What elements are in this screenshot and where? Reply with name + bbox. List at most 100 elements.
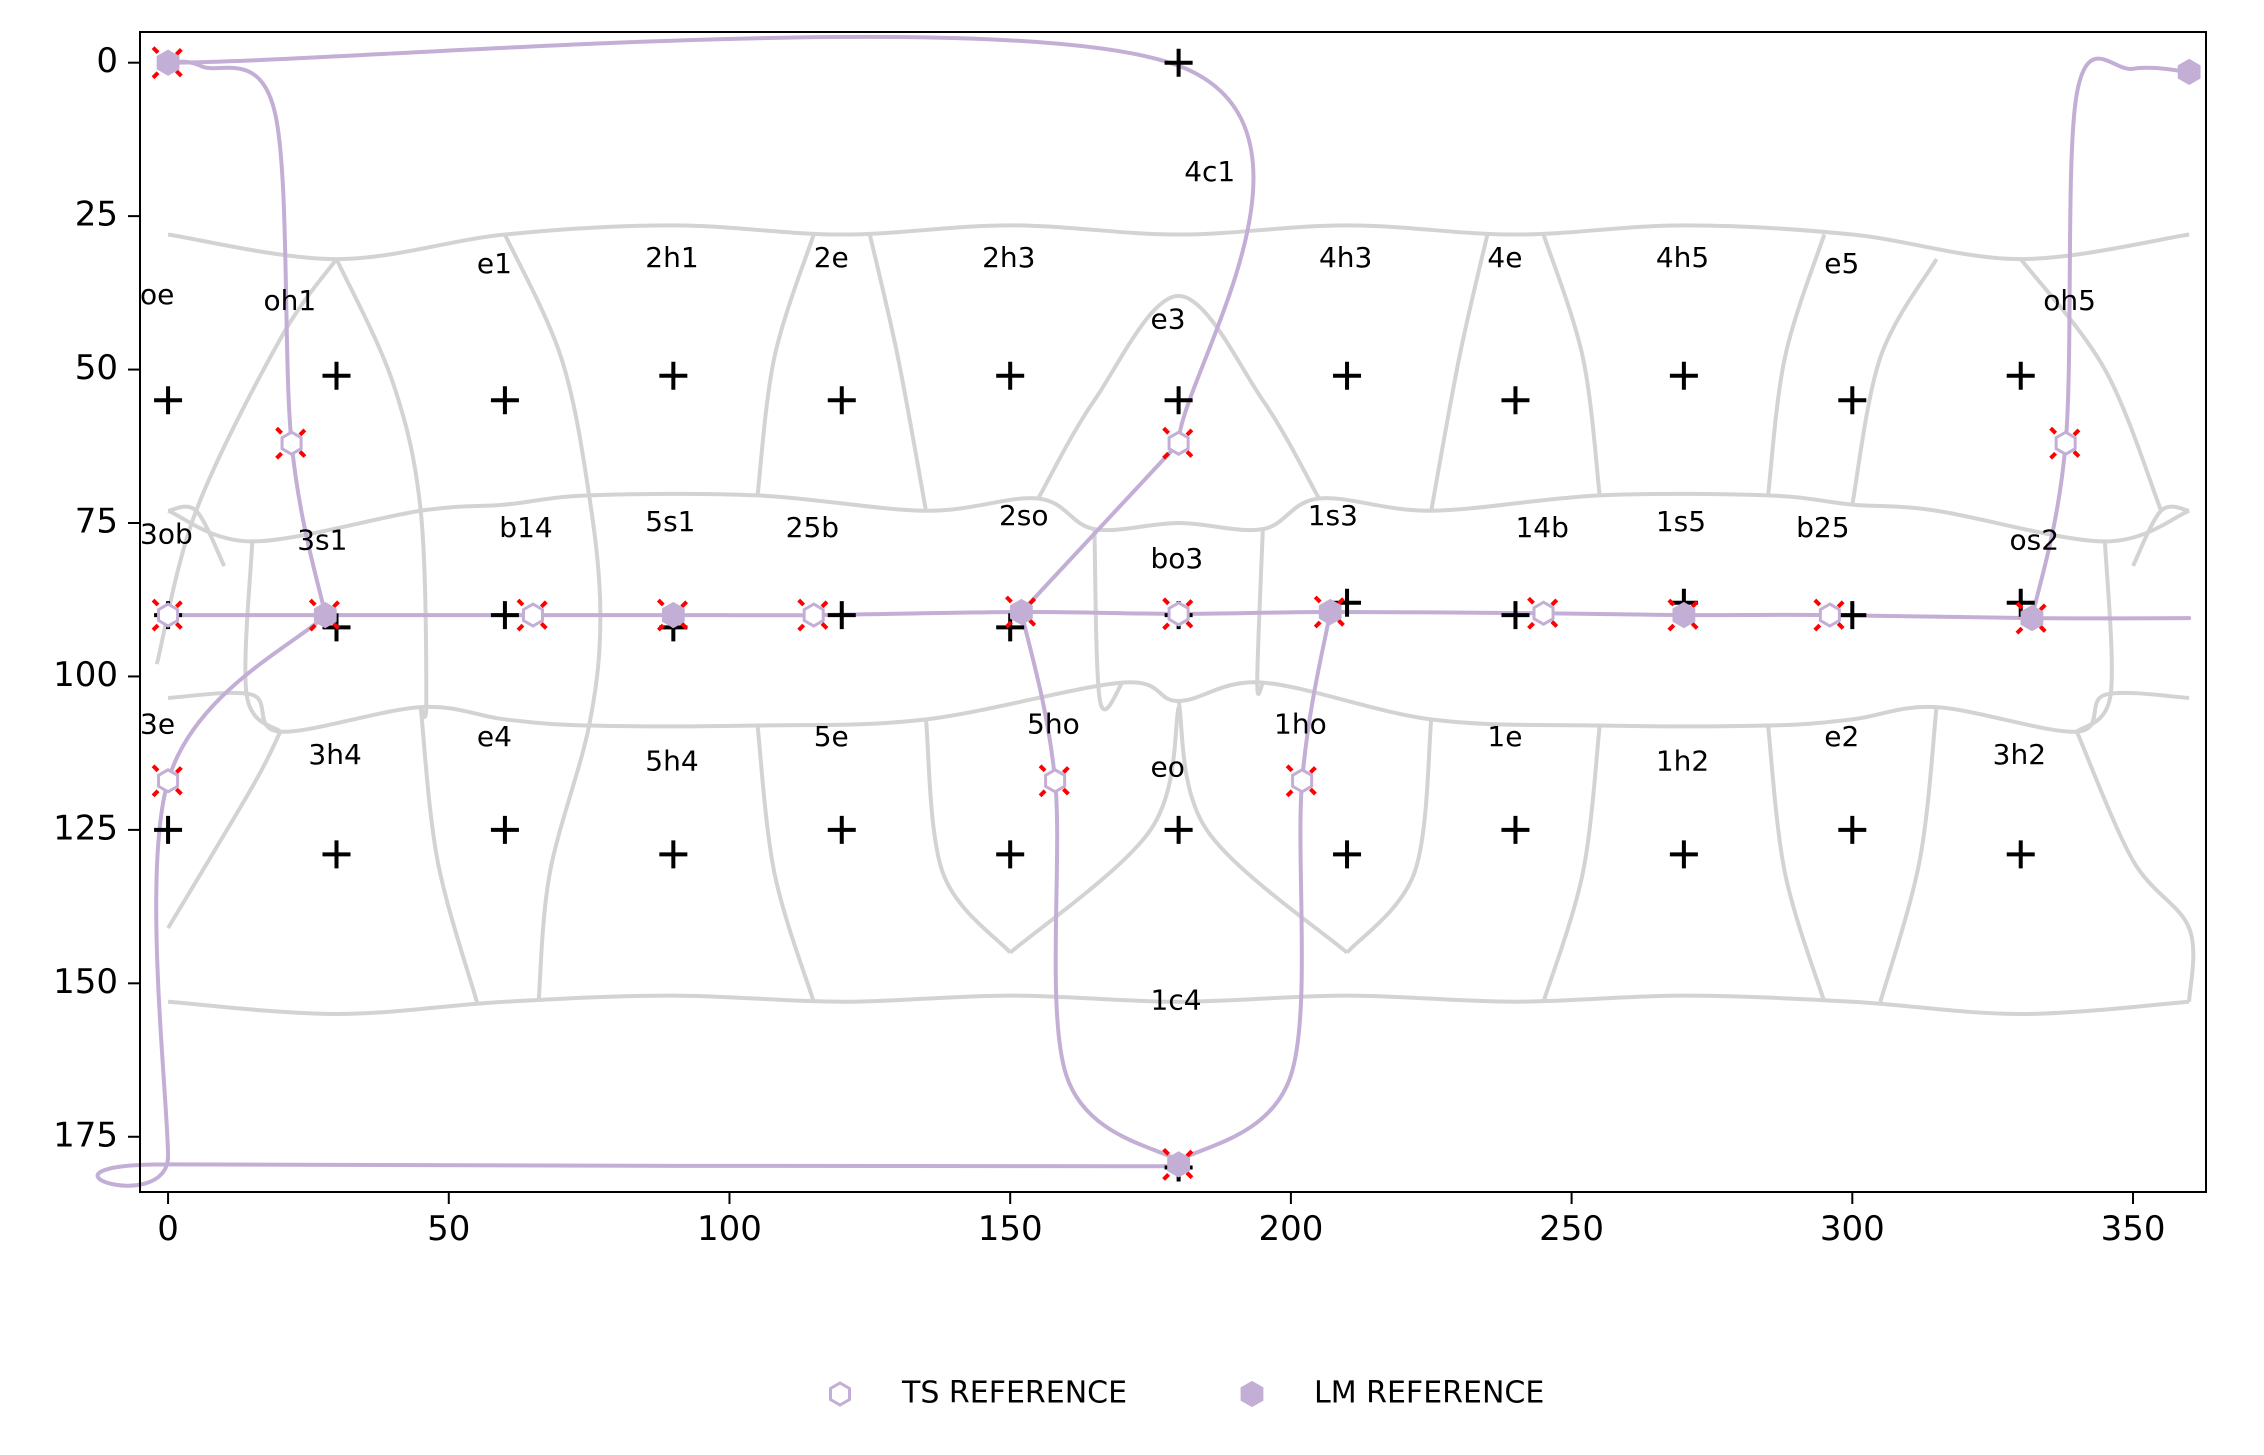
path-line bbox=[166, 34, 1256, 446]
cross-marker bbox=[275, 426, 308, 460]
cell-label: 1s5 bbox=[1656, 505, 1706, 538]
x-tick-label: 350 bbox=[2101, 1209, 2166, 1249]
legend-ts-marker bbox=[828, 1381, 852, 1407]
cell-boundary bbox=[755, 725, 816, 1003]
cross-marker bbox=[1313, 595, 1347, 629]
cell-boundary bbox=[243, 541, 282, 734]
cell-boundary bbox=[1766, 725, 1827, 1003]
centroid-plus-marker bbox=[1333, 840, 1362, 869]
path-line bbox=[1019, 610, 1181, 1164]
path-line bbox=[1019, 441, 1181, 614]
cell-label: 5e bbox=[814, 720, 849, 753]
cell-boundary bbox=[167, 993, 2190, 1017]
centroid-plus-marker bbox=[490, 601, 519, 630]
centroid-plus-marker bbox=[490, 815, 519, 844]
cell-label: 3h2 bbox=[1993, 738, 2046, 771]
y-tick-label: 0 bbox=[96, 41, 118, 81]
centroid-plus-marker bbox=[1501, 386, 1530, 415]
centroid-plus-marker bbox=[827, 601, 856, 630]
cell-boundary bbox=[1255, 529, 1265, 696]
lm-reference-marker bbox=[1010, 598, 1033, 626]
cell-label: 5ho bbox=[1027, 708, 1080, 741]
cell-label: e1 bbox=[477, 247, 512, 280]
cell-label: 4c1 bbox=[1184, 155, 1235, 188]
lm-reference-marker bbox=[2020, 604, 2044, 632]
y-tick-label: 175 bbox=[53, 1115, 118, 1155]
cell-label: 3s1 bbox=[297, 523, 347, 556]
cell-boundary bbox=[755, 233, 816, 496]
cell-boundary bbox=[923, 719, 1012, 954]
centroid-plus-marker bbox=[827, 386, 856, 415]
cross-marker bbox=[308, 598, 342, 632]
cell-boundary bbox=[167, 504, 227, 567]
cell-label: oh5 bbox=[2043, 284, 2096, 317]
legend-label: TS REFERENCE bbox=[901, 1376, 1127, 1411]
centroid-plus-marker bbox=[827, 815, 856, 844]
cell-label: eo bbox=[1151, 751, 1185, 784]
cell-boundary bbox=[1766, 233, 1827, 496]
cell-boundary bbox=[418, 706, 479, 1003]
cross-marker bbox=[151, 764, 185, 798]
cross-marker bbox=[2049, 426, 2083, 460]
cell-label: 3h4 bbox=[308, 738, 361, 771]
cell-label: e3 bbox=[1151, 302, 1186, 335]
lm-reference-marker bbox=[1167, 1151, 1191, 1178]
ts-reference-marker bbox=[1291, 768, 1314, 794]
y-tick-label: 125 bbox=[53, 808, 118, 848]
cell-label: 2h1 bbox=[645, 241, 698, 274]
y-tick-label: 150 bbox=[53, 962, 118, 1002]
lm-reference-marker bbox=[1318, 598, 1342, 626]
path-line bbox=[95, 613, 1181, 1188]
cell-boundaries bbox=[154, 223, 2196, 1017]
centroid-plus-marker bbox=[1501, 601, 1530, 630]
x-tick-label: 150 bbox=[978, 1209, 1043, 1249]
centroid-plus-marker bbox=[1164, 815, 1193, 844]
centroid-plus-marker bbox=[2006, 840, 2035, 869]
y-tick-label: 25 bbox=[75, 195, 118, 235]
cell-label: 3ob bbox=[140, 517, 193, 550]
centroid-plus-marker bbox=[322, 840, 351, 869]
y-tick-label: 100 bbox=[53, 655, 118, 695]
cell-label: 1ho bbox=[1274, 708, 1327, 741]
ts-reference-marker bbox=[2054, 430, 2077, 456]
cell-boundary bbox=[1541, 725, 1602, 1003]
x-tick-label: 100 bbox=[697, 1209, 762, 1249]
centroid-plus-marker bbox=[659, 840, 688, 869]
cell-label: e4 bbox=[477, 720, 512, 753]
centroid-plus-marker bbox=[490, 386, 519, 415]
cell-boundary bbox=[1008, 706, 1181, 955]
cross-marker bbox=[797, 598, 831, 632]
lm-reference-marker bbox=[313, 601, 337, 629]
centroid-plus-marker bbox=[1669, 361, 1698, 390]
centroid-plus-marker bbox=[996, 840, 1025, 869]
cell-label: 1c4 bbox=[1151, 984, 1202, 1017]
centroid-plus-marker bbox=[154, 815, 183, 844]
cross-marker bbox=[1667, 598, 1701, 632]
cell-label: oe bbox=[140, 278, 174, 311]
cell-boundary bbox=[1850, 258, 1939, 505]
x-tick-label: 50 bbox=[427, 1209, 470, 1249]
centroid-plus-marker bbox=[659, 361, 688, 390]
cell-label: 4h3 bbox=[1319, 241, 1372, 274]
ts-reference-marker bbox=[157, 768, 180, 794]
cell-label: 1e bbox=[1487, 720, 1522, 753]
lm-reference-marker bbox=[2177, 58, 2201, 86]
cell-label: 3e bbox=[140, 708, 175, 741]
centroid-plus-marker bbox=[1669, 840, 1698, 869]
path-line bbox=[1176, 610, 1333, 1164]
cell-label: 2so bbox=[999, 499, 1049, 532]
centroid-plus-marker bbox=[1838, 386, 1867, 415]
cell-boundary bbox=[1036, 293, 1321, 500]
centroid-plus-marker bbox=[1838, 601, 1867, 630]
ts-reference-marker bbox=[280, 430, 303, 456]
centroid-plus-marker bbox=[1501, 815, 1530, 844]
path-line bbox=[166, 59, 328, 618]
ts-reference-marker bbox=[802, 602, 825, 628]
centroid-markers bbox=[154, 48, 2035, 1182]
cell-boundary bbox=[2019, 257, 2163, 512]
centroid-plus-marker bbox=[996, 361, 1025, 390]
y-tick-label: 75 bbox=[75, 502, 118, 542]
